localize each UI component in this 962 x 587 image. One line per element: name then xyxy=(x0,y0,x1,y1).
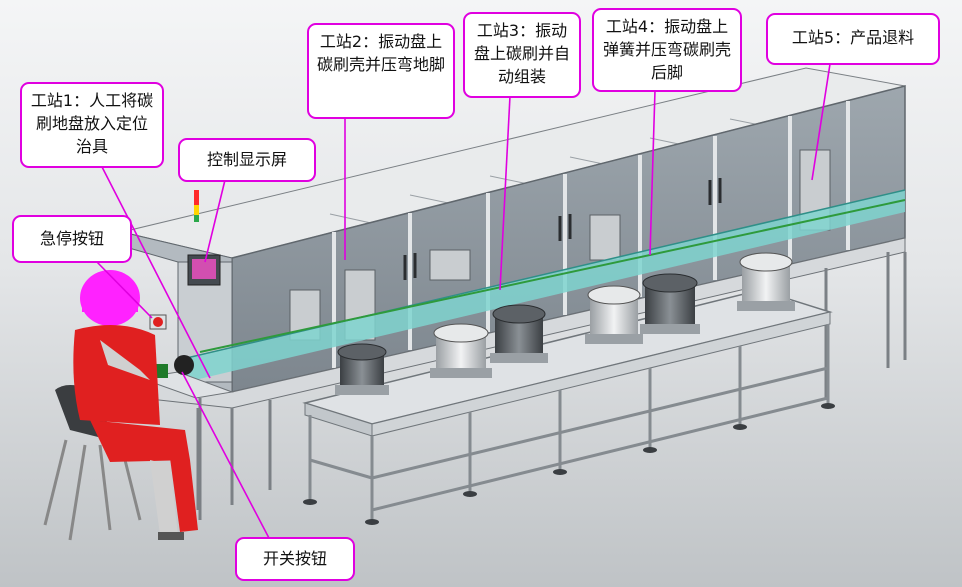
callout-switch-button: 开关按钮 xyxy=(235,537,355,581)
callout-station4: 工站4：振动盘上弹簧并压弯碳刷壳后脚 xyxy=(592,8,742,92)
bowl-feeder-2 xyxy=(430,323,492,378)
enclosure xyxy=(121,67,906,409)
callout-emergency-stop: 急停按钮 xyxy=(12,215,132,263)
leader-lines xyxy=(94,63,831,541)
callout-station5: 工站5：产品退料 xyxy=(766,13,940,65)
operator-figure xyxy=(73,270,198,540)
callout-station3: 工站3：振动盘上碳刷并自动组装 xyxy=(463,12,581,98)
callout-station2: 工站2：振动盘上碳刷壳并压弯地脚 xyxy=(307,23,455,119)
enclosure-frame-legs xyxy=(196,252,907,510)
callout-control-screen: 控制显示屏 xyxy=(178,138,316,182)
bowl-feeder-1 xyxy=(335,343,389,395)
control-screen xyxy=(187,190,221,286)
bowl-feeder-5 xyxy=(640,273,700,334)
bowl-feeders xyxy=(335,252,795,395)
bowl-feeder-6 xyxy=(737,252,795,311)
callout-station1: 工站1：人工将碳刷地盘放入定位治具 xyxy=(20,82,164,168)
emergency-stop-button xyxy=(149,314,167,330)
bowl-feeder-3 xyxy=(490,304,548,363)
wheel-switch xyxy=(174,355,194,375)
bowl-feeder-4 xyxy=(585,285,643,344)
